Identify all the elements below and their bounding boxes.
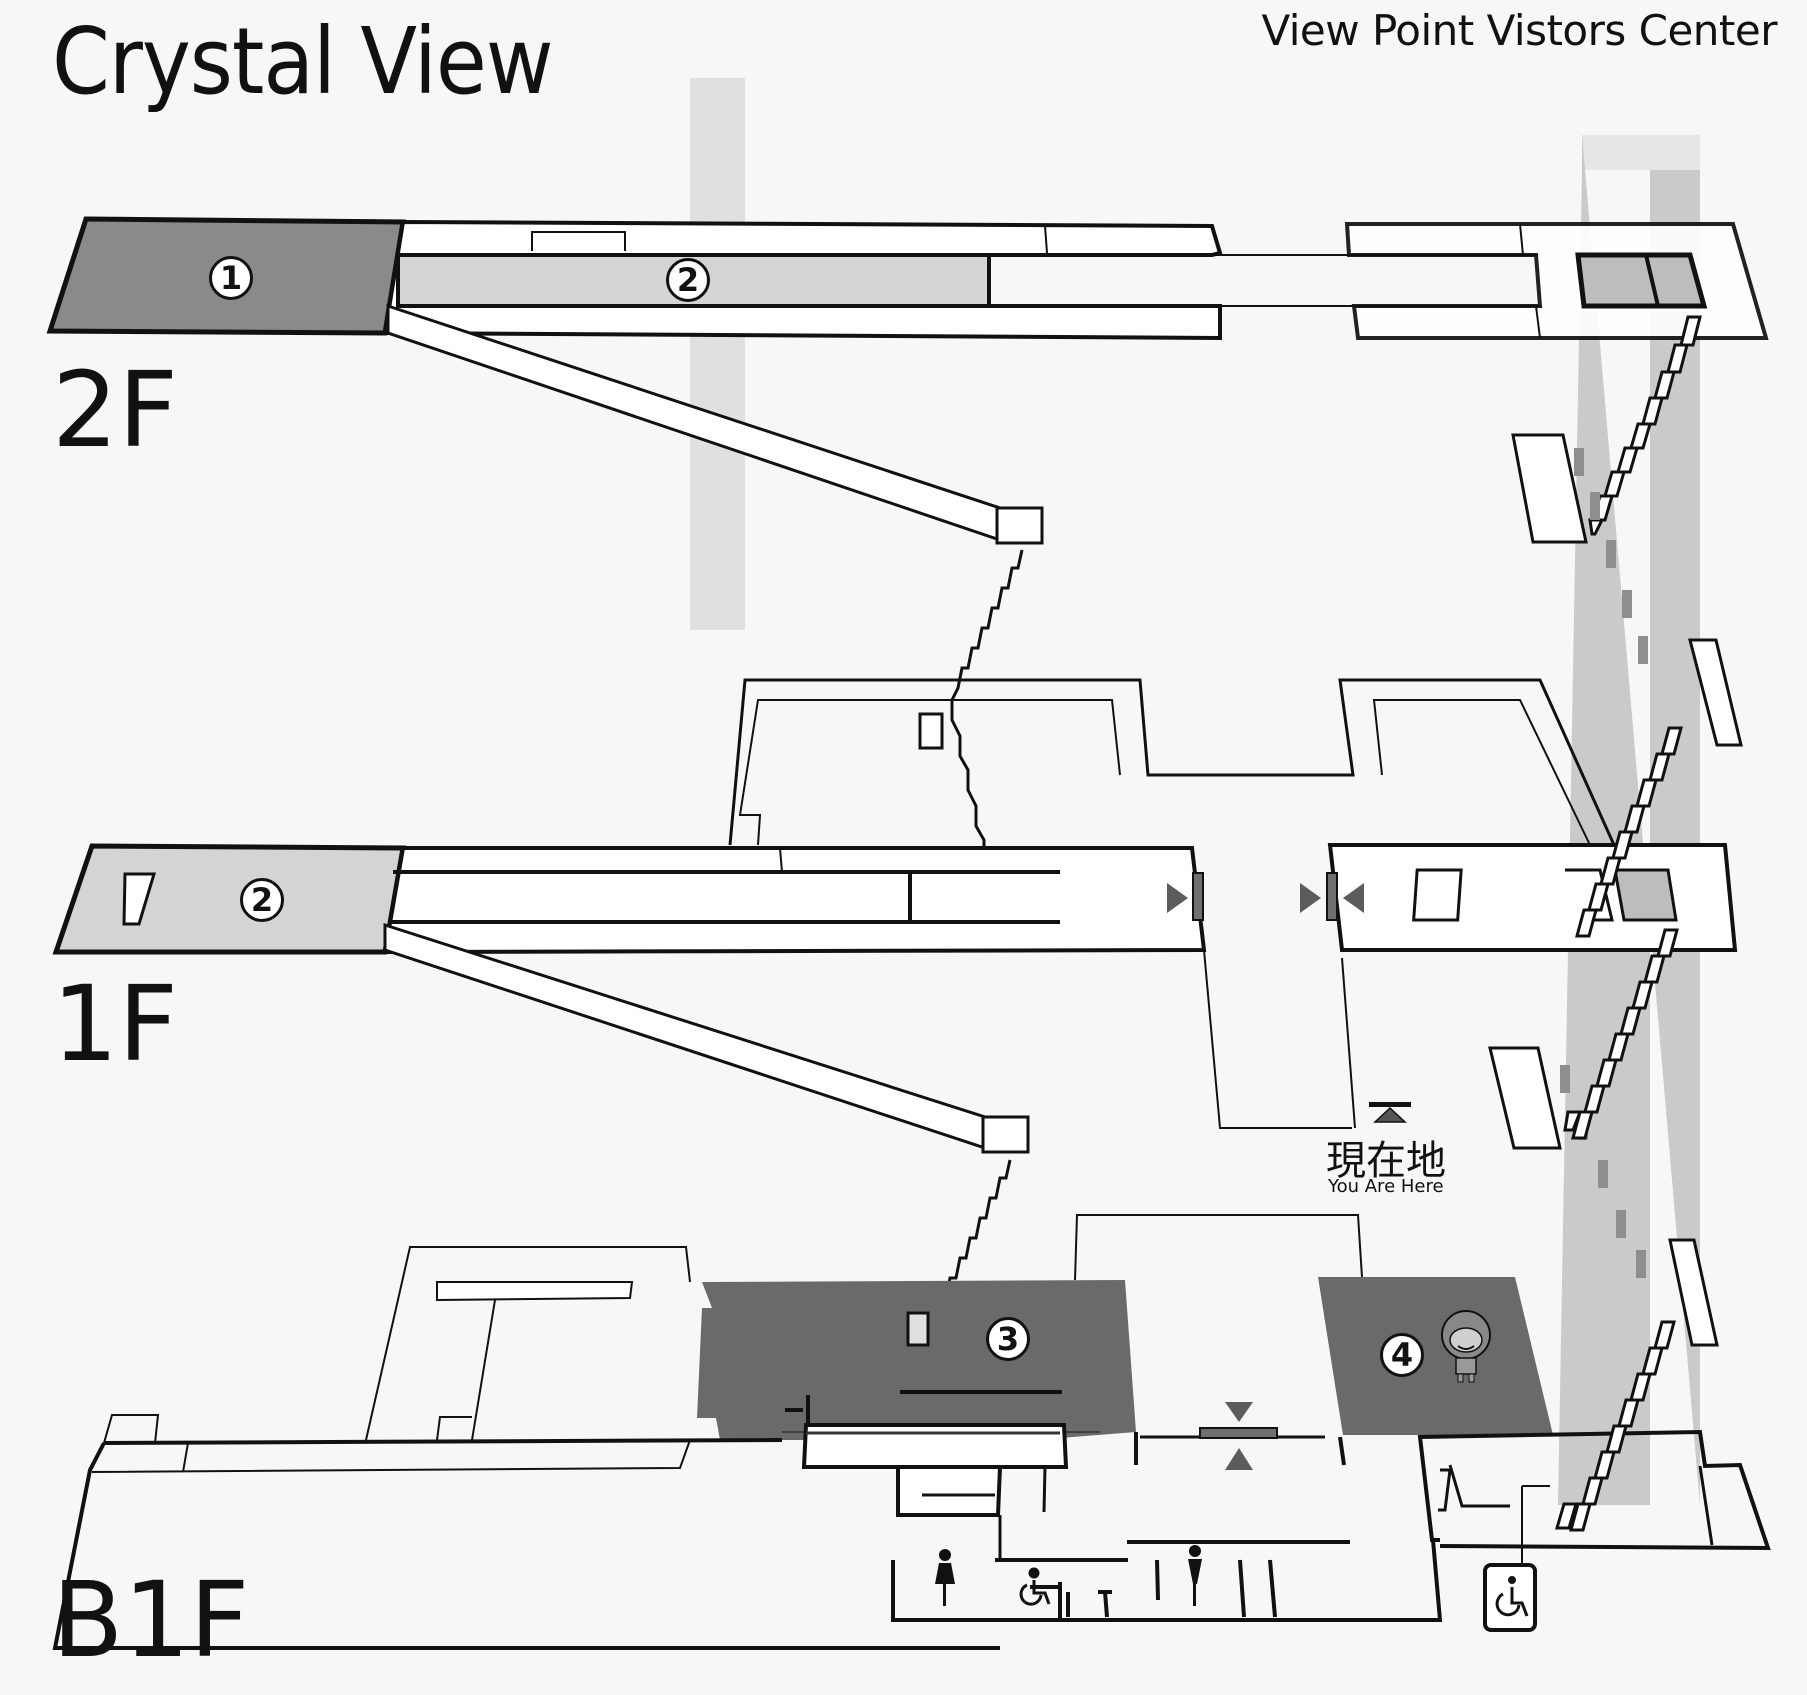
area-2-badge-1f: 2	[240, 878, 284, 922]
you-are-here-label-jp: 現在地	[1326, 1138, 1446, 1184]
floor-b1f-plan	[52, 1214, 1771, 1650]
floor-label-2f: 2F	[52, 349, 178, 471]
area-1-badge: 1	[209, 256, 253, 300]
stairs-right-b1f	[1555, 1320, 1676, 1532]
floor-1f-plan	[52, 678, 1738, 1154]
side-structure	[1511, 433, 1588, 544]
area-2-badge-2f: 2	[666, 258, 710, 302]
stairs-right-1f	[1563, 726, 1683, 1140]
you-are-here-label-en: You Are Here	[1328, 1176, 1444, 1197]
you-are-here-marker	[1369, 1102, 1411, 1123]
area-2-zone-1f	[52, 843, 406, 955]
map-title: Crystal View	[52, 8, 554, 115]
area-3-badge: 3	[986, 1317, 1030, 1361]
area-4-badge: 4	[1380, 1333, 1424, 1377]
entrance-door-b1f	[1199, 1402, 1278, 1470]
area-3-zone	[697, 1280, 1136, 1440]
wheelchair-accessible-icon	[1019, 1567, 1051, 1606]
accessible-elevator-icon	[1483, 1563, 1537, 1632]
area-4-zone	[1318, 1277, 1553, 1435]
map-subtitle: View Point Vistors Center	[1261, 6, 1777, 55]
womens-restroom-icon	[935, 1549, 955, 1606]
mascot-icon	[1441, 1310, 1491, 1383]
stairs-right-2f-1f	[1588, 315, 1702, 536]
mens-restroom-icon	[1188, 1545, 1202, 1606]
floor-2f-plan	[46, 216, 1769, 545]
entrance-doors-1f	[1167, 872, 1364, 921]
floor-label-1f: 1F	[52, 963, 178, 1085]
background-column	[690, 78, 745, 630]
floor-label-b1f: B1F	[52, 1559, 250, 1681]
